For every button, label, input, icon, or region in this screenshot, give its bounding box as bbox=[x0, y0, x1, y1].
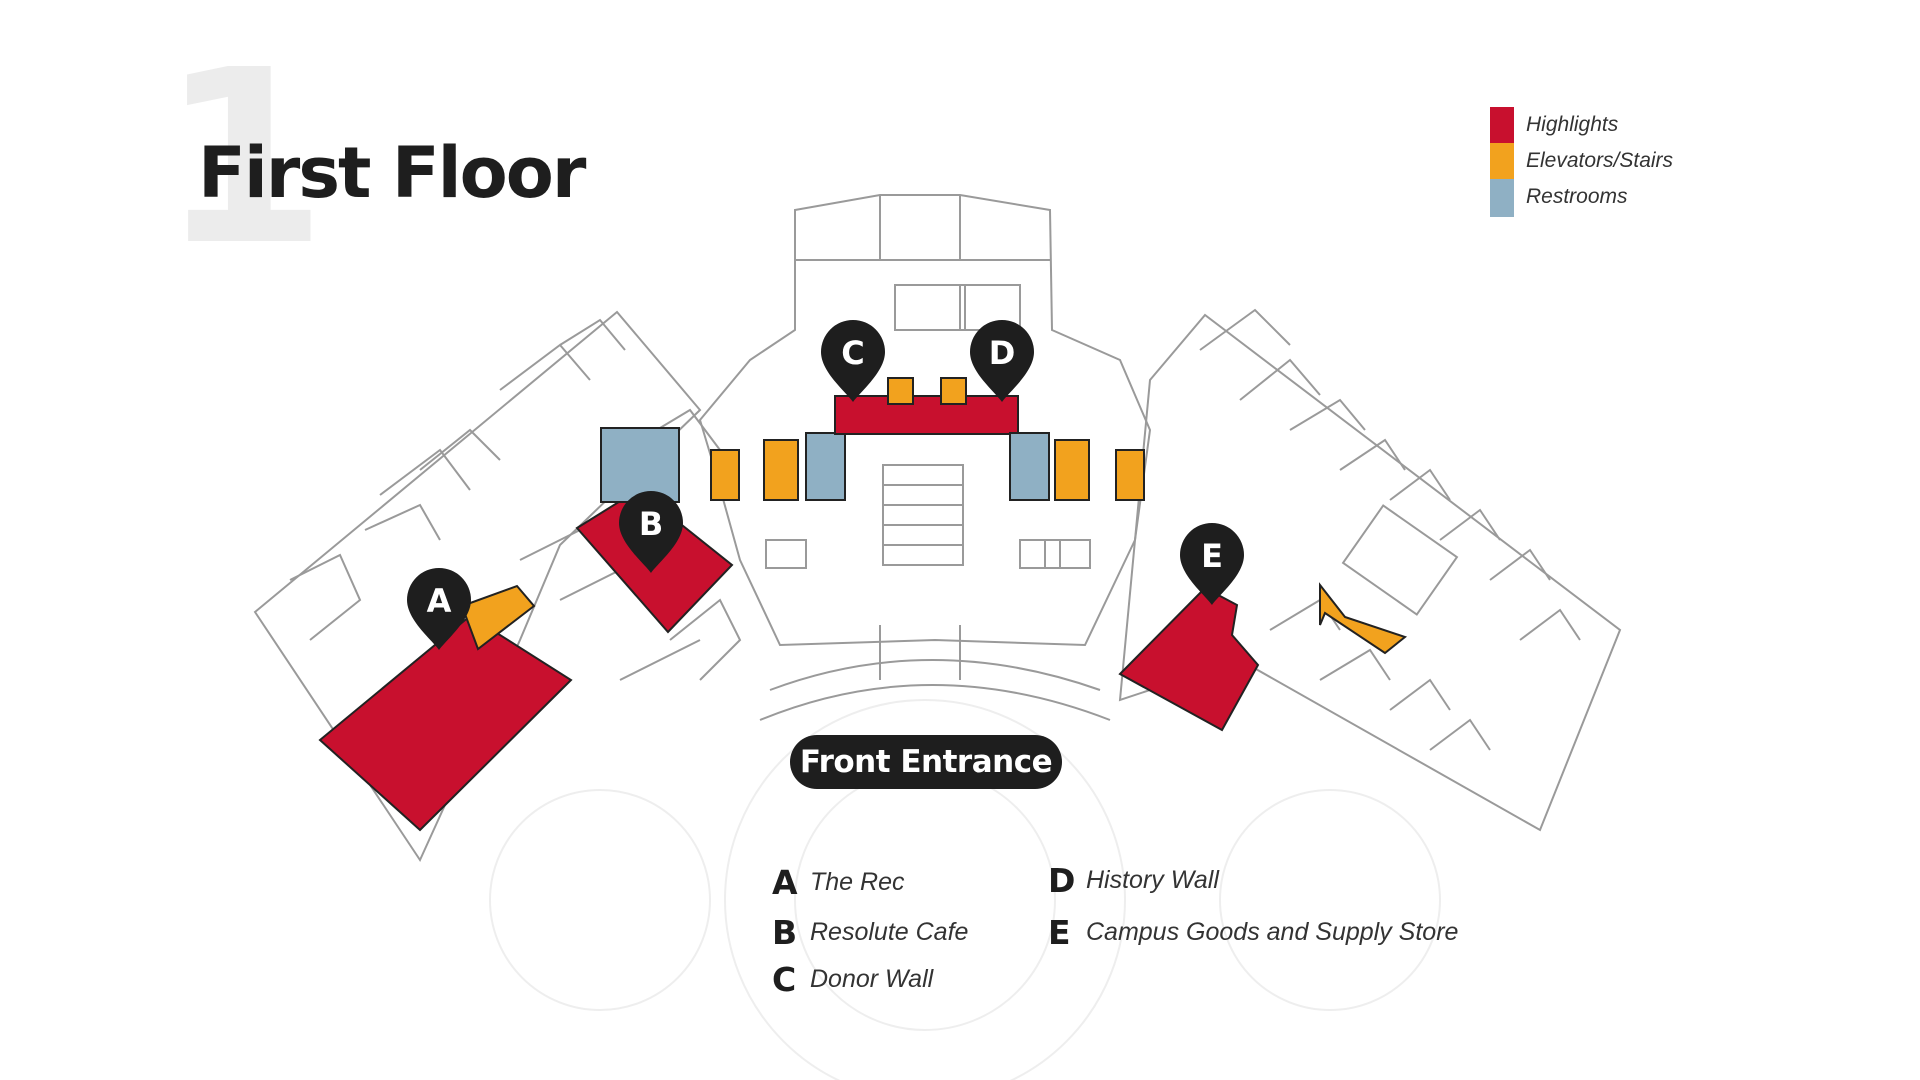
pin-d[interactable]: D bbox=[970, 320, 1034, 402]
legend-item-elevators-stairs: Elevators/Stairs bbox=[1490, 143, 1750, 181]
legend-label: Elevators/Stairs bbox=[1526, 149, 1674, 172]
legend-swatch-highlights bbox=[1490, 107, 1514, 145]
key-name: The Rec bbox=[810, 868, 905, 896]
restroom-zone bbox=[805, 432, 846, 501]
key-name: Campus Goods and Supply Store bbox=[1086, 918, 1459, 946]
key-letter: A bbox=[772, 863, 798, 902]
legend: Highlights Elevators/Stairs Restrooms bbox=[1490, 107, 1750, 217]
elevator-zone bbox=[710, 449, 740, 501]
legend-item-restrooms: Restrooms bbox=[1490, 179, 1750, 217]
pin-letter: E bbox=[1201, 537, 1223, 575]
elevator-zone bbox=[763, 439, 799, 501]
map-pin-icon bbox=[821, 320, 885, 402]
front-entrance-label: Front Entrance bbox=[790, 735, 1062, 789]
legend-label: Highlights bbox=[1526, 113, 1619, 136]
legend-item-highlights: Highlights bbox=[1490, 107, 1750, 145]
elevator-zone bbox=[940, 377, 967, 405]
highlight-zone-the-rec bbox=[318, 614, 573, 832]
elevator-zone bbox=[887, 377, 914, 405]
key-letter: C bbox=[772, 960, 797, 999]
key-item-c: C Donor Wall bbox=[772, 960, 933, 999]
key-item-a: A The Rec bbox=[772, 863, 904, 902]
key-name: Resolute Cafe bbox=[810, 918, 969, 946]
legend-swatch-restrooms bbox=[1490, 179, 1514, 217]
page-title: First Floor bbox=[198, 132, 586, 214]
highlight-zone-campus-goods bbox=[1118, 586, 1260, 732]
pin-letter: C bbox=[841, 334, 864, 372]
elevator-zone bbox=[1115, 449, 1145, 501]
pin-a[interactable]: A bbox=[407, 568, 471, 650]
key-letter: E bbox=[1048, 913, 1071, 952]
highlight-zone-donor-history-wall bbox=[834, 395, 1019, 435]
key-name: Donor Wall bbox=[810, 965, 934, 993]
key-item-e: E Campus Goods and Supply Store bbox=[1048, 913, 1458, 952]
pin-letter: A bbox=[427, 582, 452, 620]
left-wing bbox=[253, 310, 742, 863]
map-pin-icon bbox=[407, 568, 471, 650]
restroom-zone bbox=[600, 427, 680, 503]
legend-swatch-elevators-stairs bbox=[1490, 143, 1514, 181]
key-item-d: D History Wall bbox=[1048, 861, 1219, 900]
map-pin-icon bbox=[619, 491, 683, 573]
pin-letter: B bbox=[639, 505, 663, 543]
map-pin-icon bbox=[970, 320, 1034, 402]
legend-label: Restrooms bbox=[1526, 185, 1628, 208]
elevator-zone bbox=[1054, 439, 1090, 501]
right-wing bbox=[1118, 308, 1622, 832]
pin-letter: D bbox=[989, 334, 1016, 372]
map-pin-icon bbox=[1180, 523, 1244, 605]
pin-c[interactable]: C bbox=[821, 320, 885, 402]
floor-number: 1 bbox=[160, 18, 327, 298]
elevator-zone bbox=[1319, 582, 1408, 655]
key-letter: D bbox=[1048, 861, 1076, 900]
restroom-zone bbox=[1009, 432, 1050, 501]
zones bbox=[318, 377, 1408, 832]
key-name: History Wall bbox=[1086, 866, 1219, 894]
elevator-zone bbox=[460, 584, 536, 651]
pin-e[interactable]: E bbox=[1180, 523, 1244, 605]
key-item-b: B Resolute Cafe bbox=[772, 913, 968, 952]
key-letter: B bbox=[772, 913, 798, 952]
central-block bbox=[698, 194, 1152, 721]
pin-b[interactable]: B bbox=[619, 491, 683, 573]
